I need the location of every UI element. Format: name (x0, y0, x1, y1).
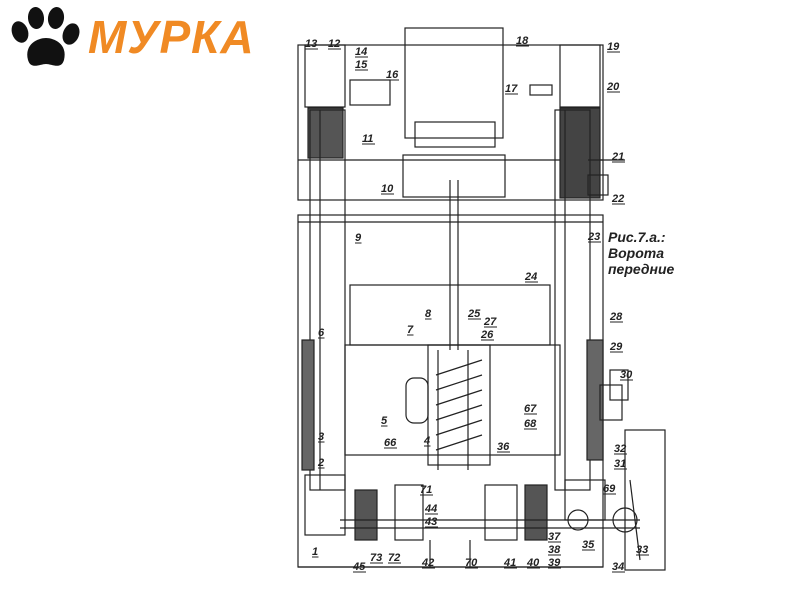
paw-print-icon (11, 7, 80, 66)
part-label-6: 6 (318, 327, 325, 339)
part-label-27: 27 (483, 316, 497, 328)
right-guide-column (554, 109, 591, 491)
part-label-15: 15 (355, 59, 368, 71)
part-label-71: 71 (420, 484, 432, 496)
part-label-1: 1 (312, 546, 318, 558)
part-label-12: 12 (328, 38, 340, 50)
left-guide-column (309, 109, 346, 491)
part-label-10: 10 (381, 183, 394, 195)
figure-caption: Рис.7.а.: Ворота передние (608, 229, 728, 277)
part-label-14: 14 (355, 46, 367, 58)
part-label-43: 43 (424, 516, 437, 528)
part-label-19: 19 (607, 41, 620, 53)
part-label-45: 45 (352, 561, 366, 573)
part-label-2: 2 (317, 457, 324, 469)
part-label-70: 70 (465, 557, 478, 569)
part-label-68: 68 (524, 418, 537, 430)
part-label-34: 34 (612, 561, 624, 573)
part-label-7: 7 (407, 324, 414, 336)
part-label-11: 11 (362, 133, 373, 145)
logo: МУРКА (6, 4, 306, 72)
part-label-32: 32 (614, 443, 626, 455)
part-label-22: 22 (611, 193, 624, 205)
part-label-13: 13 (305, 38, 317, 50)
part-label-35: 35 (582, 539, 595, 551)
part-label-20: 20 (606, 81, 620, 93)
part-label-24: 24 (524, 271, 537, 283)
part-label-8: 8 (425, 308, 432, 320)
part-label-39: 39 (548, 557, 561, 569)
part-label-33: 33 (636, 544, 648, 556)
part-label-17: 17 (505, 83, 518, 95)
part-label-23: 23 (587, 231, 600, 243)
part-label-18: 18 (516, 35, 529, 47)
brand-name: МУРКА (88, 11, 255, 63)
part-label-5: 5 (381, 415, 388, 427)
part-label-42: 42 (421, 557, 434, 569)
part-label-73: 73 (370, 552, 382, 564)
part-label-9: 9 (355, 232, 362, 244)
part-label-28: 28 (609, 311, 623, 323)
part-label-66: 66 (384, 437, 397, 449)
part-label-29: 29 (609, 341, 623, 353)
part-label-69: 69 (603, 483, 616, 495)
part-label-26: 26 (480, 329, 494, 341)
part-label-21: 21 (611, 151, 624, 163)
part-label-67: 67 (524, 403, 537, 415)
part-label-31: 31 (614, 458, 626, 470)
caption-line-1: Рис.7.а.: (608, 229, 666, 245)
part-label-36: 36 (497, 441, 510, 453)
caption-line-2: Ворота (608, 245, 664, 261)
part-label-30: 30 (620, 369, 633, 381)
part-label-37: 37 (548, 531, 561, 543)
part-label-41: 41 (503, 557, 516, 569)
part-label-25: 25 (467, 308, 481, 320)
part-label-16: 16 (386, 69, 399, 81)
part-label-4: 4 (423, 435, 430, 447)
part-label-72: 72 (388, 552, 400, 564)
part-label-40: 40 (526, 557, 540, 569)
part-label-44: 44 (424, 503, 437, 515)
part-label-38: 38 (548, 544, 561, 556)
motor-body (404, 27, 504, 139)
part-label-3: 3 (318, 431, 324, 443)
caption-line-3: передние (608, 261, 675, 277)
